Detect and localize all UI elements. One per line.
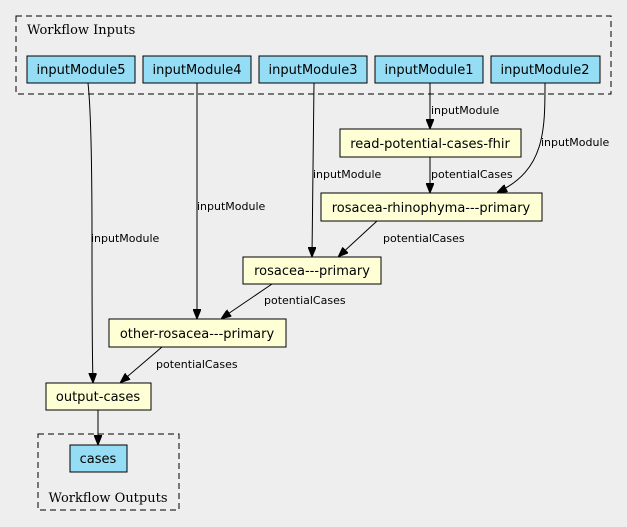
edges: inputModule inputModule potentialCases i… bbox=[87, 82, 610, 444]
edge-read-rhino: potentialCases bbox=[430, 157, 513, 192]
edge-rosacea-other: potentialCases bbox=[222, 283, 346, 318]
node-label: other-rosacea---primary bbox=[120, 327, 275, 342]
node-label: output-cases bbox=[56, 390, 140, 405]
node-inputmodule1[interactable]: inputModule1 bbox=[374, 55, 484, 84]
node-inputmodule2[interactable]: inputModule2 bbox=[490, 55, 601, 84]
node-inputmodule5[interactable]: inputModule5 bbox=[26, 55, 136, 84]
input-nodes: inputModule5 inputModule4 inputModule3 i… bbox=[26, 55, 601, 84]
workflow-outputs-cluster: Workflow Outputs bbox=[37, 433, 180, 511]
node-cases[interactable]: cases bbox=[69, 444, 128, 473]
edge-label: inputModule bbox=[541, 136, 610, 149]
edge-in3-rosacea: inputModule bbox=[312, 82, 382, 256]
node-label: inputModule3 bbox=[269, 63, 358, 78]
edge-label: potentialCases bbox=[383, 232, 465, 245]
edge-other-out: potentialCases bbox=[121, 346, 238, 382]
edge-label: inputModule bbox=[197, 200, 266, 213]
node-label: read-potential-cases-fhir bbox=[350, 137, 510, 152]
edge-label: potentialCases bbox=[264, 294, 346, 307]
edge-label: potentialCases bbox=[156, 358, 238, 371]
node-label: rosacea-rhinophyma---primary bbox=[332, 201, 531, 216]
edge-in4-other: inputModule bbox=[197, 83, 266, 318]
edge-label: potentialCases bbox=[431, 168, 513, 181]
workflow-outputs-label: Workflow Outputs bbox=[49, 491, 168, 506]
node-output-cases[interactable]: output-cases bbox=[45, 382, 152, 411]
node-label: inputModule5 bbox=[37, 63, 126, 78]
edge-in5-out: inputModule bbox=[87, 82, 160, 382]
edge-label: inputModule bbox=[313, 168, 382, 181]
node-inputmodule4[interactable]: inputModule4 bbox=[142, 55, 252, 84]
node-other-rosacea-primary[interactable]: other-rosacea---primary bbox=[108, 318, 287, 348]
node-label: inputModule4 bbox=[153, 63, 242, 78]
node-rosacea-rhinophyma-primary[interactable]: rosacea-rhinophyma---primary bbox=[320, 192, 543, 222]
edge-in1-read: inputModule bbox=[430, 83, 500, 128]
node-label: inputModule2 bbox=[501, 63, 590, 78]
edge-label: inputModule bbox=[431, 104, 500, 117]
node-inputmodule3[interactable]: inputModule3 bbox=[258, 55, 368, 84]
workflow-inputs-label: Workflow Inputs bbox=[27, 23, 135, 38]
edge-label: inputModule bbox=[91, 232, 160, 245]
step-nodes: read-potential-cases-fhir rosacea-rhinop… bbox=[45, 128, 543, 411]
node-label: inputModule1 bbox=[385, 63, 474, 78]
output-nodes: cases bbox=[69, 444, 128, 473]
node-read-potential-cases-fhir[interactable]: read-potential-cases-fhir bbox=[339, 128, 522, 158]
node-label: cases bbox=[80, 452, 117, 467]
node-rosacea-primary[interactable]: rosacea---primary bbox=[242, 256, 382, 285]
edge-in2-rhino: inputModule bbox=[498, 82, 610, 192]
node-label: rosacea---primary bbox=[254, 264, 370, 279]
edge-rhino-rosacea: potentialCases bbox=[339, 220, 465, 256]
